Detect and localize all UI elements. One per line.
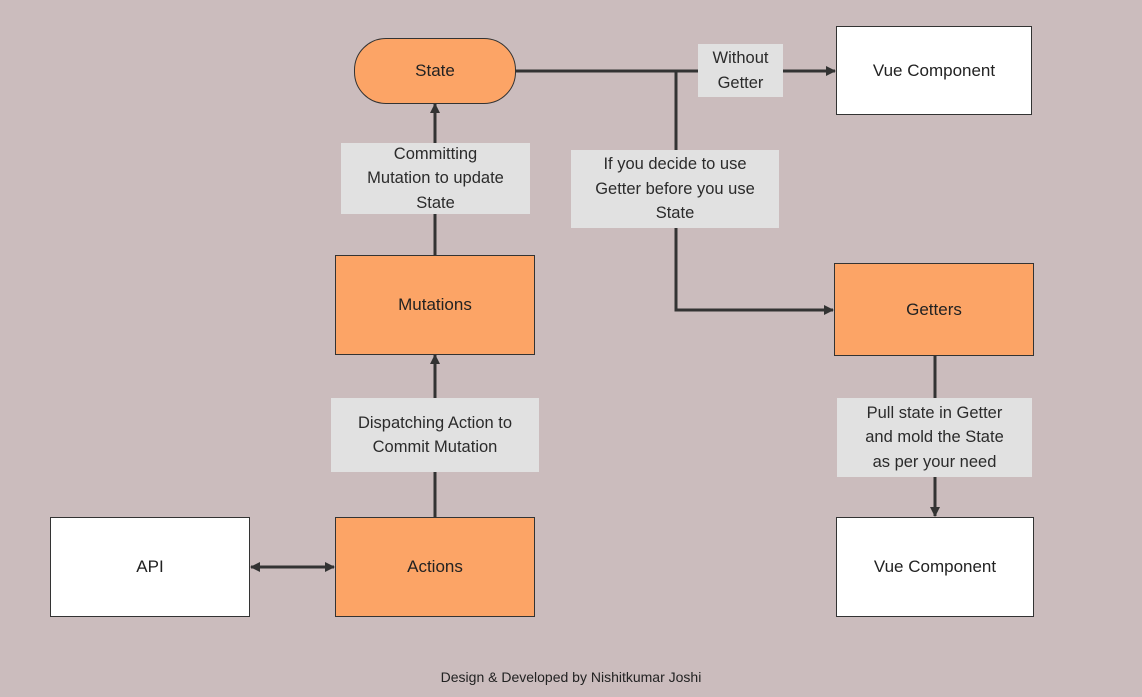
api-node: API — [50, 517, 250, 617]
pull-state-label: Pull state in Getter and mold the State … — [837, 398, 1032, 477]
vue-component-top-node: Vue Component — [836, 26, 1032, 115]
mutations-node: Mutations — [335, 255, 535, 355]
dispatching-action-label: Dispatching Action to Commit Mutation — [331, 398, 539, 472]
state-node: State — [354, 38, 516, 104]
vue-component-bottom-node: Vue Component — [836, 517, 1034, 617]
without-getter-label: Without Getter — [698, 44, 783, 97]
use-getter-label: If you decide to use Getter before you u… — [571, 150, 779, 228]
committing-mutation-label: Committing Mutation to update State — [341, 143, 530, 214]
actions-node: Actions — [335, 517, 535, 617]
getters-node: Getters — [834, 263, 1034, 356]
credits-footer: Design & Developed by Nishitkumar Joshi — [440, 669, 702, 685]
